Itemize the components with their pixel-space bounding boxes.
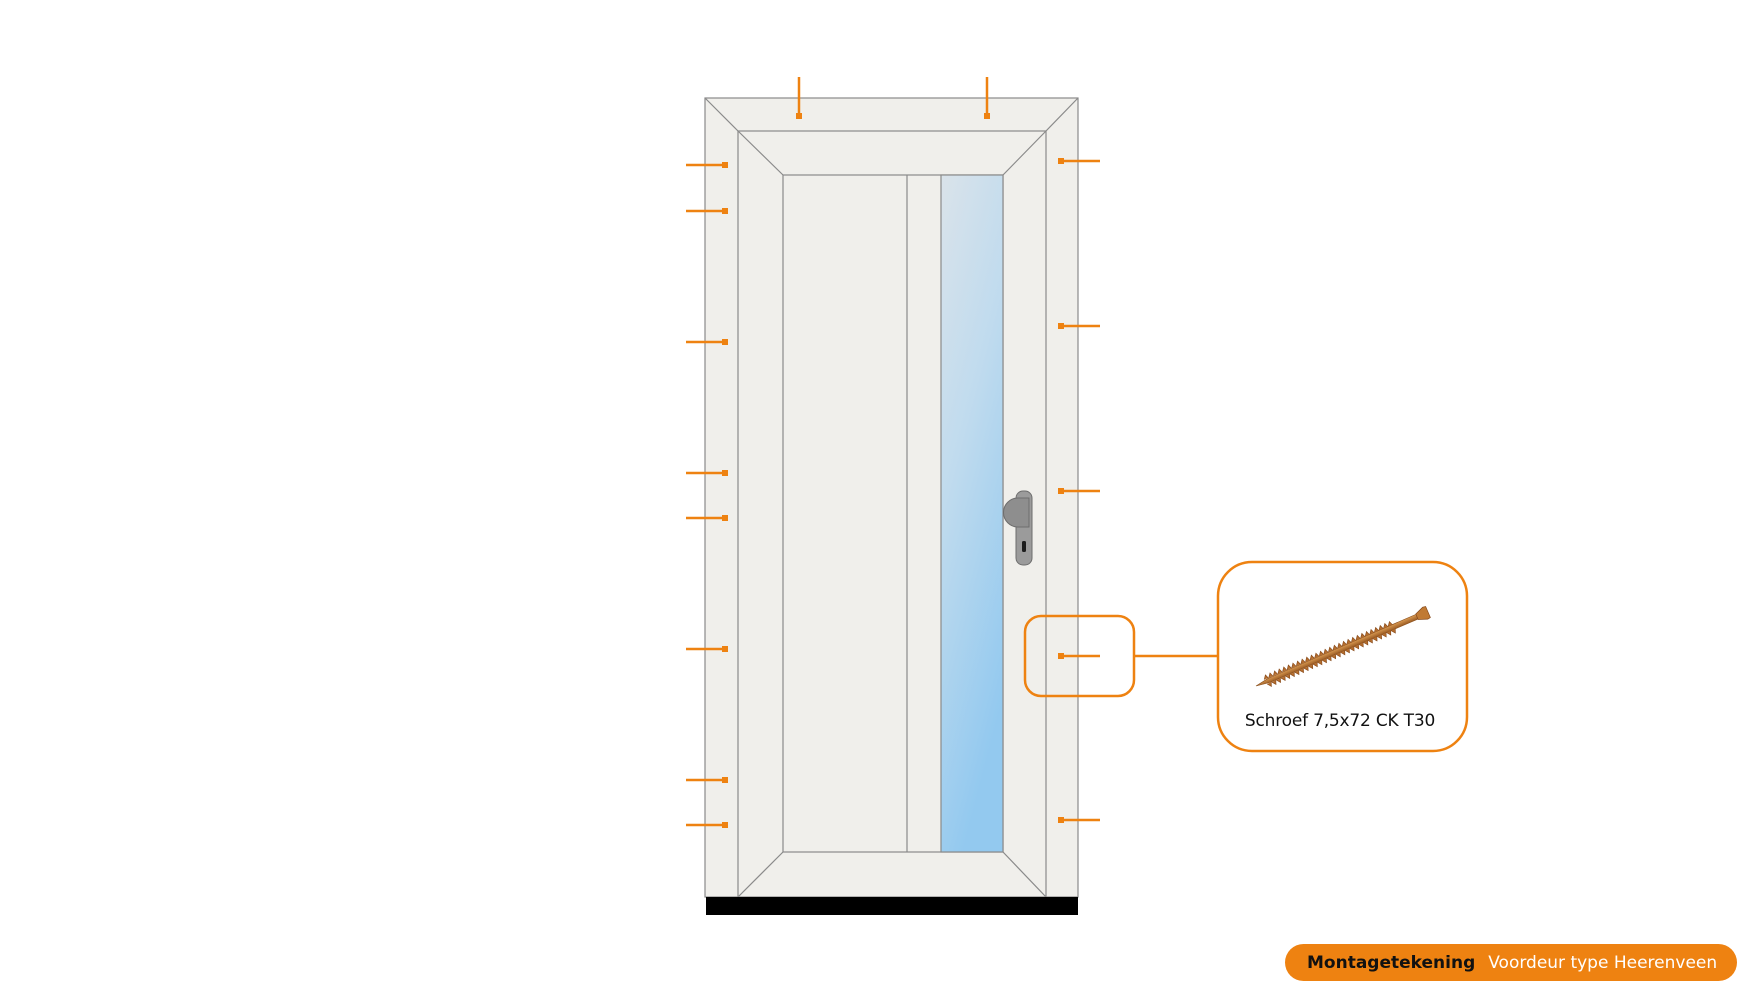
fastener-left-dot-3 [722, 339, 728, 345]
screw-label: Schroef 7,5x72 CK T30 [1244, 711, 1436, 731]
fastener-left-dot-4 [722, 470, 728, 476]
fastener-left-dot-8 [722, 822, 728, 828]
fastener-right-dot-1 [1058, 158, 1064, 164]
fastener-left-dot-1 [722, 162, 728, 168]
door-frame [704, 97, 1079, 915]
footer-subtitle: Voordeur type Heerenveen [1488, 952, 1718, 973]
threshold [706, 897, 1078, 915]
fastener-markers [686, 77, 1100, 828]
glass-strip [940, 174, 1004, 853]
fastener-right-dot-2 [1058, 323, 1064, 329]
callout-box [1216, 560, 1469, 753]
fastener-right-dot-5 [1058, 817, 1064, 823]
frame-miter-lines [704, 97, 1079, 898]
fastener-left-dot-5 [722, 515, 728, 521]
screw-callout [1023, 560, 1469, 753]
fastener-left-dot-2 [722, 208, 728, 214]
fastener-left-dot-7 [722, 777, 728, 783]
footer-badge: Montagetekening Voordeur type Heerenveen [1285, 944, 1737, 981]
fastener-left-dot-6 [722, 646, 728, 652]
fastener-top-dot-1 [796, 113, 802, 119]
fastener-right-dot-4 [1058, 653, 1064, 659]
screw-icon [1255, 606, 1431, 687]
fastener-top-dot-2 [984, 113, 990, 119]
door-handle-icon [1003, 490, 1033, 566]
fastener-right-dot-3 [1058, 488, 1064, 494]
footer-title: Montagetekening [1307, 952, 1476, 973]
screw-body [1255, 606, 1431, 687]
